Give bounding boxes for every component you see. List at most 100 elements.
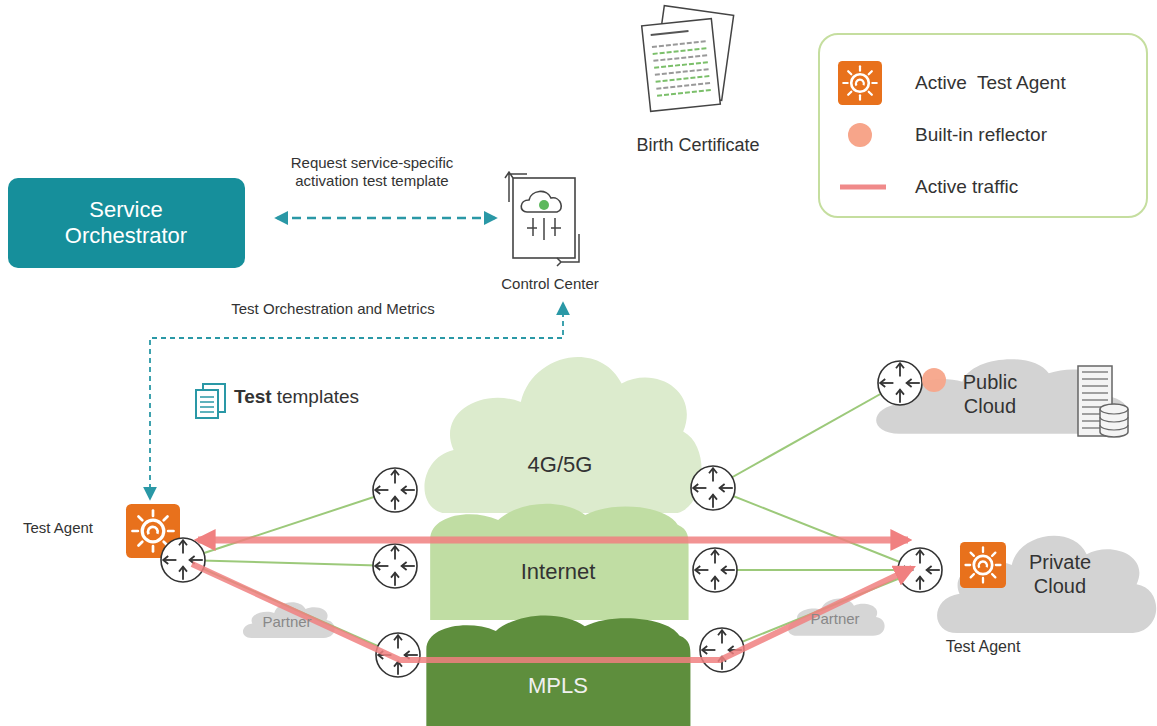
agent-ray xyxy=(869,71,872,74)
template-line xyxy=(200,406,214,408)
router-arrowhead xyxy=(916,577,924,582)
router-arrow xyxy=(375,565,388,567)
agent-body xyxy=(960,542,1006,588)
database-ring xyxy=(1100,425,1128,430)
agent-ray xyxy=(848,71,851,74)
network-link xyxy=(722,570,920,650)
router-arrow xyxy=(880,382,893,384)
legend-entry: Active traffic xyxy=(820,165,1146,209)
router-arrow xyxy=(375,489,388,491)
router-arrowhead xyxy=(375,486,380,494)
node-label: Public Cloud xyxy=(945,370,1035,418)
database-body xyxy=(1100,404,1128,437)
agent-ray xyxy=(971,574,974,577)
agent-ray xyxy=(859,95,861,99)
edge-label: Test Orchestration and Metrics xyxy=(183,300,483,318)
router-arrowhead xyxy=(391,573,399,578)
certificate-page xyxy=(642,19,721,112)
agent-ray xyxy=(966,564,971,566)
node-group: Private CloudTest Agent xyxy=(930,508,1157,644)
agent-ray xyxy=(164,516,168,520)
control-center-icon xyxy=(505,172,579,266)
router-arrow xyxy=(729,649,742,651)
router-arrow xyxy=(402,489,415,491)
node-group: Test Agent xyxy=(938,540,1028,670)
router-arrowhead xyxy=(916,550,924,555)
legend-box: Active Test AgentBuilt-in reflectorActiv… xyxy=(818,33,1148,218)
server-slot xyxy=(1082,378,1108,379)
node-group: Control Center xyxy=(475,168,625,298)
agent-ray xyxy=(843,82,847,84)
certificate-row xyxy=(652,41,706,47)
router-arrow xyxy=(712,495,714,508)
router-arrowhead xyxy=(702,646,707,654)
node-group: Birth Certificate xyxy=(628,6,768,160)
router-arrowhead xyxy=(896,363,904,368)
agent-swirl xyxy=(979,562,987,568)
node-group: MPLS xyxy=(418,610,696,726)
template-line xyxy=(200,401,214,403)
template-line xyxy=(200,411,214,413)
router-outline xyxy=(373,468,417,512)
router-symbol xyxy=(161,538,205,582)
router-symbol xyxy=(376,633,420,677)
node-label: Test Agent xyxy=(23,519,93,537)
node-group: Partner xyxy=(240,592,335,642)
agent-ray xyxy=(138,516,142,520)
agent-ray xyxy=(132,530,137,533)
node-group: Public Cloud xyxy=(868,338,1130,442)
agent-ray xyxy=(992,574,995,577)
router-arrow xyxy=(394,470,396,483)
router-symbol xyxy=(693,548,737,592)
router-outline xyxy=(376,633,420,677)
node-label: Control Center xyxy=(501,275,599,293)
server-slot xyxy=(1082,392,1108,393)
node-outline xyxy=(418,610,696,726)
node-label: Internet xyxy=(521,559,596,585)
router-arrow xyxy=(721,657,723,670)
node-group: Test Agent xyxy=(8,500,186,562)
agent-ray xyxy=(996,564,1001,566)
cloud-shape xyxy=(430,504,688,620)
router-arrow xyxy=(182,540,184,553)
router-arrowhead xyxy=(402,486,407,494)
router-arrow xyxy=(919,577,921,590)
router-arrowhead xyxy=(405,651,410,659)
router-arrow xyxy=(714,550,716,563)
router-arrowhead xyxy=(718,630,726,635)
note-label: templates xyxy=(277,386,359,407)
router-arrowhead xyxy=(722,566,727,574)
router-arrow xyxy=(394,573,396,586)
router-outline xyxy=(700,628,744,672)
router-arrowhead xyxy=(709,468,717,473)
test-agent-icon xyxy=(838,61,882,105)
network-link xyxy=(183,560,398,655)
router-arrow xyxy=(714,577,716,590)
router-arrowhead xyxy=(720,484,725,492)
template-page xyxy=(203,384,225,412)
certificate-row xyxy=(653,48,707,54)
cloud-shape xyxy=(424,357,701,513)
router-arrow xyxy=(919,550,921,563)
router-arrow xyxy=(394,497,396,510)
server-slot xyxy=(1082,371,1108,372)
router-arrowhead xyxy=(375,562,380,570)
router-arrow xyxy=(899,363,901,376)
control-connector xyxy=(277,217,495,220)
legend-entry: Active Test Agent xyxy=(820,61,1146,105)
database-ring xyxy=(1100,417,1128,422)
agent-swirl xyxy=(856,80,864,86)
node-label: Private Cloud xyxy=(1015,550,1105,598)
test-agent-icon xyxy=(960,542,1006,588)
router-arrowhead xyxy=(190,556,195,564)
network-link xyxy=(713,488,920,570)
router-arrowhead xyxy=(880,379,885,387)
router-outline xyxy=(693,548,737,592)
node-label: Test Agent xyxy=(946,637,1021,656)
router-arrow xyxy=(405,654,418,656)
router-arrowhead xyxy=(718,657,726,662)
icon-frame xyxy=(513,178,575,258)
agent-swirl xyxy=(148,527,158,534)
router-arrowhead xyxy=(729,646,734,654)
router-arrow xyxy=(722,569,735,571)
